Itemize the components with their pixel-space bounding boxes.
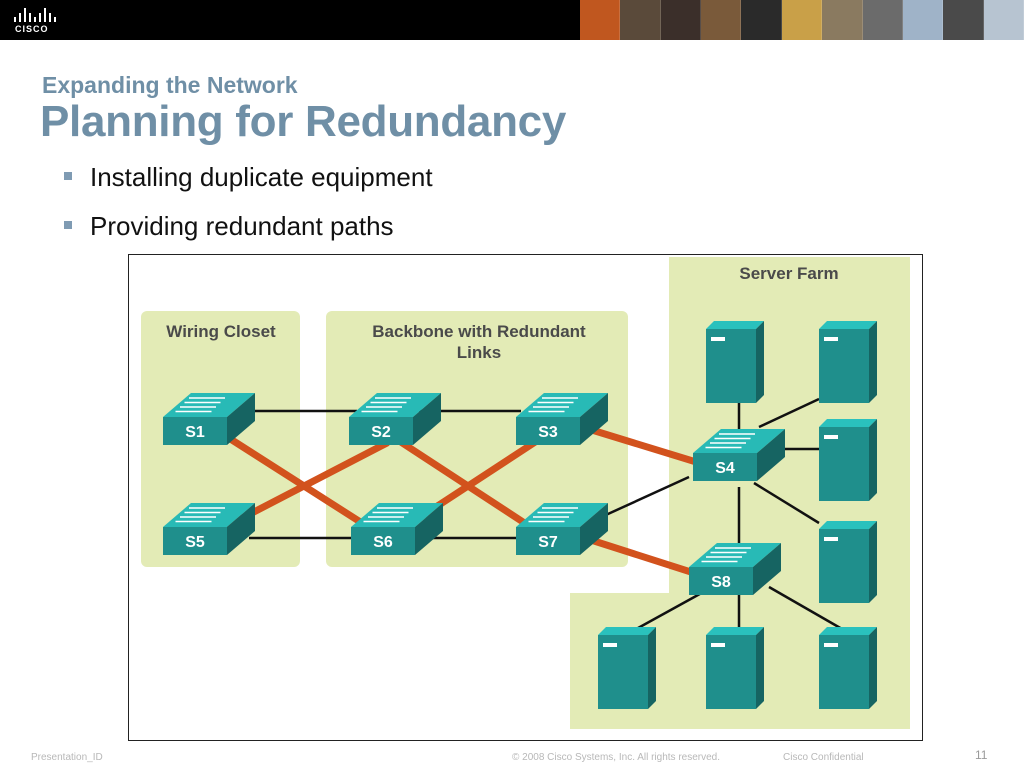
bullet-text: Installing duplicate equipment <box>90 162 433 192</box>
server-icon <box>819 321 877 403</box>
server-icon <box>819 419 877 501</box>
link-s8-server-bottom-right <box>768 585 850 635</box>
bullet-square-icon <box>64 172 72 180</box>
header-photo <box>781 0 823 40</box>
switch-arrows-icon <box>363 507 413 523</box>
header-photo-strip <box>580 0 1024 40</box>
switch-s1: S1 <box>163 393 255 445</box>
bullet-item: Providing redundant paths <box>64 209 433 258</box>
switch-arrows-icon <box>175 507 225 523</box>
header-photo <box>943 0 984 40</box>
footer-confidential: Cisco Confidential <box>783 752 864 763</box>
zone-label-server-farm: Server Farm <box>739 264 838 283</box>
servers <box>598 321 877 709</box>
network-diagram: Wiring Closet Backbone with Redundant Li… <box>128 254 923 741</box>
zone-label-wiring-closet: Wiring Closet <box>166 322 276 341</box>
server-icon <box>706 627 764 709</box>
header-photo <box>620 0 661 40</box>
header-photo <box>580 0 621 40</box>
footer-presentation-id: Presentation_ID <box>31 752 103 763</box>
link-s7-s4 <box>596 475 690 521</box>
switch-label: S3 <box>538 424 558 441</box>
switch-label: S8 <box>711 574 731 591</box>
switch-label: S7 <box>538 534 558 551</box>
header-bar: CISCO <box>0 0 1024 40</box>
slide-subtitle: Expanding the Network <box>42 72 298 98</box>
network-links <box>249 397 850 635</box>
header-photo <box>983 0 1024 40</box>
switch-s3: S3 <box>516 393 608 445</box>
switch-s2: S2 <box>349 393 441 445</box>
bullet-text: Providing redundant paths <box>90 211 394 241</box>
network-diagram-svg: Wiring Closet Backbone with Redundant Li… <box>141 257 910 729</box>
footer-copyright: © 2008 Cisco Systems, Inc. All rights re… <box>512 752 721 763</box>
header-photo <box>902 0 944 40</box>
header-photo <box>822 0 863 40</box>
slide-title: Planning for Redundancy <box>40 97 567 146</box>
header-photo <box>660 0 702 40</box>
switch-s7: S7 <box>516 503 608 555</box>
switch-arrows-icon <box>528 507 578 523</box>
zone-label-backbone-line1: Backbone with Redundant <box>372 322 586 341</box>
switch-arrows-icon <box>701 547 751 563</box>
link-s8-server-bottom-left <box>628 588 708 635</box>
switch-label: S4 <box>715 460 735 477</box>
switch-s4: S4 <box>693 429 785 481</box>
zone-label-backbone-line2: Links <box>457 343 501 362</box>
switch-label: S2 <box>371 424 391 441</box>
cisco-logo: CISCO <box>12 5 72 35</box>
header-photo <box>862 0 903 40</box>
server-icon <box>706 321 764 403</box>
cisco-logo-bars-icon <box>14 8 62 22</box>
slide-number: 11 <box>975 748 988 762</box>
switch-arrows-icon <box>528 397 578 413</box>
switch-s5: S5 <box>163 503 255 555</box>
bullet-square-icon <box>64 221 72 229</box>
switch-arrows-icon <box>361 397 411 413</box>
switch-s6: S6 <box>351 503 443 555</box>
cisco-wordmark: CISCO <box>15 24 49 34</box>
bullet-list: Installing duplicate equipment Providing… <box>64 160 433 258</box>
switch-label: S5 <box>185 534 205 551</box>
switch-s8: S8 <box>689 543 781 595</box>
bullet-item: Installing duplicate equipment <box>64 160 433 209</box>
switch-arrows-icon <box>175 397 225 413</box>
switch-label: S6 <box>373 534 393 551</box>
server-icon <box>598 627 656 709</box>
link-s4-server-lower-right <box>753 481 820 525</box>
header-photo <box>741 0 782 40</box>
switch-label: S1 <box>185 424 205 441</box>
link-s4-server-top-right <box>758 397 820 429</box>
server-icon <box>819 521 877 603</box>
header-photo <box>701 0 742 40</box>
server-icon <box>819 627 877 709</box>
switch-arrows-icon <box>705 433 755 449</box>
